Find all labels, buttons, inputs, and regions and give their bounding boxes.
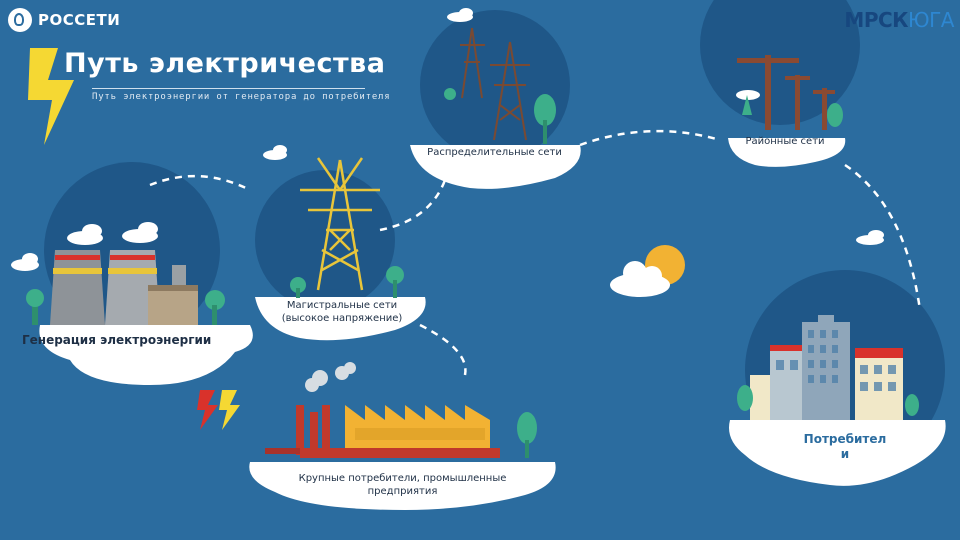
label-consumers-line1: Потребител — [790, 432, 900, 447]
label-trunk-line2: (высокое напряжение) — [262, 313, 422, 326]
rosseti-logo-icon — [8, 8, 32, 32]
label-industry-line1: Крупные потребители, промышленные — [255, 473, 550, 486]
label-trunk: Магистральные сети (высокое напряжение) — [262, 300, 422, 325]
label-industry: Крупные потребители, промышленные предпр… — [255, 473, 550, 498]
label-trunk-line1: Магистральные сети — [262, 300, 422, 313]
brand-mrsk-a: МРСК — [844, 8, 908, 32]
brand-mrsk-b: ЮГА — [908, 8, 954, 32]
page-subtitle: Путь электроэнергии от генератора до пот… — [92, 92, 391, 102]
tree-icon — [517, 412, 537, 458]
brand-rosseti: РОССЕТИ — [8, 8, 120, 32]
label-consumers-line2: и — [790, 447, 900, 462]
label-district: Районные сети — [730, 136, 840, 149]
cloud-icon — [305, 362, 356, 392]
connector-3 — [580, 131, 720, 145]
connector-5 — [420, 325, 465, 375]
brand-mrsk: МРСКЮГА — [844, 8, 954, 32]
label-industry-line2: предприятия — [255, 486, 550, 499]
label-consumers: Потребител и — [790, 432, 900, 462]
label-generation: Генерация электроэнергии — [22, 333, 211, 348]
brand-rosseti-label: РОССЕТИ — [38, 11, 120, 29]
lightning-icon — [197, 390, 240, 430]
page-title: Путь электричества — [64, 48, 385, 79]
factory-icon — [265, 405, 500, 458]
title-underline — [92, 88, 365, 89]
label-distribution: Распределительные сети — [412, 147, 577, 160]
